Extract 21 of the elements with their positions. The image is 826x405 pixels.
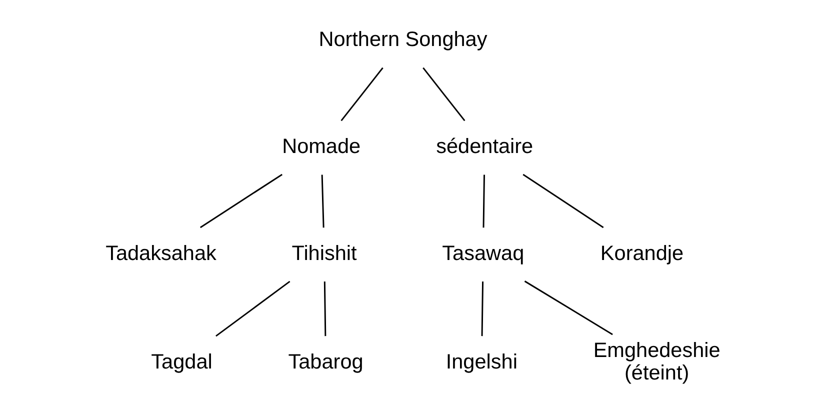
node-text: Ingelshi xyxy=(446,350,518,374)
node-text: Tadaksahak xyxy=(106,242,216,265)
node-text: Emghedeshie (éteint) xyxy=(593,339,720,384)
connector xyxy=(324,281,326,336)
node-text: Tasawaq xyxy=(442,242,524,265)
connector xyxy=(200,174,283,228)
node-text: Nomade xyxy=(282,135,361,158)
connector xyxy=(216,280,290,337)
connector xyxy=(340,67,384,122)
connector xyxy=(481,281,484,336)
connector xyxy=(482,174,485,228)
node-text: sédentaire xyxy=(436,135,534,158)
node-text: Northern Songhay xyxy=(318,28,488,52)
connector xyxy=(522,174,604,228)
node-text: Korandje xyxy=(600,242,684,265)
node-text: Tabarog xyxy=(288,350,364,374)
node-text: Tihishit xyxy=(292,242,357,265)
node-text: Tagdal xyxy=(151,350,212,374)
connector xyxy=(524,280,613,336)
connector xyxy=(422,67,466,122)
connector xyxy=(321,174,324,228)
